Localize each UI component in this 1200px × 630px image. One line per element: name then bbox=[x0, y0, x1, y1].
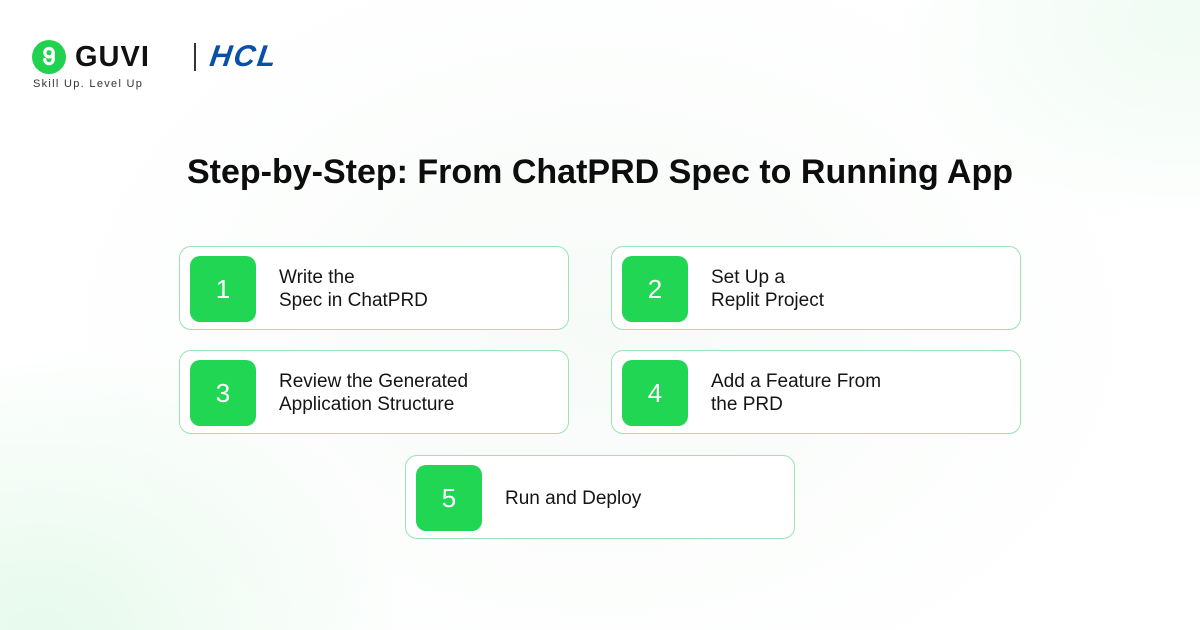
guvi-wordmark: GUVI bbox=[75, 41, 150, 73]
step-label-line: Spec in ChatPRD bbox=[279, 290, 428, 311]
step-label-line: Review the Generated bbox=[279, 371, 469, 392]
step-number-badge: 2 bbox=[622, 256, 688, 322]
step-number-badge: 3 bbox=[190, 360, 256, 426]
guvi-logo-icon bbox=[32, 40, 66, 74]
brand-divider bbox=[194, 43, 196, 71]
step-label: Write the Spec in ChatPRD bbox=[279, 247, 529, 331]
hcl-wordmark: HCL bbox=[207, 40, 281, 73]
step-label-line: Add a Feature From bbox=[711, 371, 882, 392]
brand-tagline: Skill Up. Level Up bbox=[33, 78, 144, 90]
step-number-badge: 4 bbox=[622, 360, 688, 426]
step-card-4[interactable]: 4 Add a Feature From the PRD bbox=[611, 350, 1021, 434]
page-title: Step-by-Step: From ChatPRD Spec to Runni… bbox=[186, 153, 1014, 191]
step-card-5[interactable]: 5 Run and Deploy bbox=[405, 455, 795, 539]
step-card-3[interactable]: 3 Review the Generated Application Struc… bbox=[179, 350, 569, 434]
step-label-line: Replit Project bbox=[711, 290, 824, 311]
step-card-1[interactable]: 1 Write the Spec in ChatPRD bbox=[179, 246, 569, 330]
step-label-line: Write the bbox=[279, 267, 355, 288]
step-label: Review the Generated Application Structu… bbox=[279, 351, 529, 435]
step-label-line: the PRD bbox=[711, 394, 783, 415]
step-label-line: Run and Deploy bbox=[505, 487, 642, 509]
brand-logo[interactable]: GUVI HCL Skill Up. Level Up bbox=[32, 38, 332, 94]
step-number-badge: 5 bbox=[416, 465, 482, 531]
step-label: Run and Deploy bbox=[505, 456, 755, 540]
step-card-2[interactable]: 2 Set Up a Replit Project bbox=[611, 246, 1021, 330]
step-label-line: Set Up a bbox=[711, 267, 785, 288]
step-label: Set Up a Replit Project bbox=[711, 247, 961, 331]
step-number-badge: 1 bbox=[190, 256, 256, 322]
step-label-line: Application Structure bbox=[279, 394, 455, 415]
step-label: Add a Feature From the PRD bbox=[711, 351, 961, 435]
